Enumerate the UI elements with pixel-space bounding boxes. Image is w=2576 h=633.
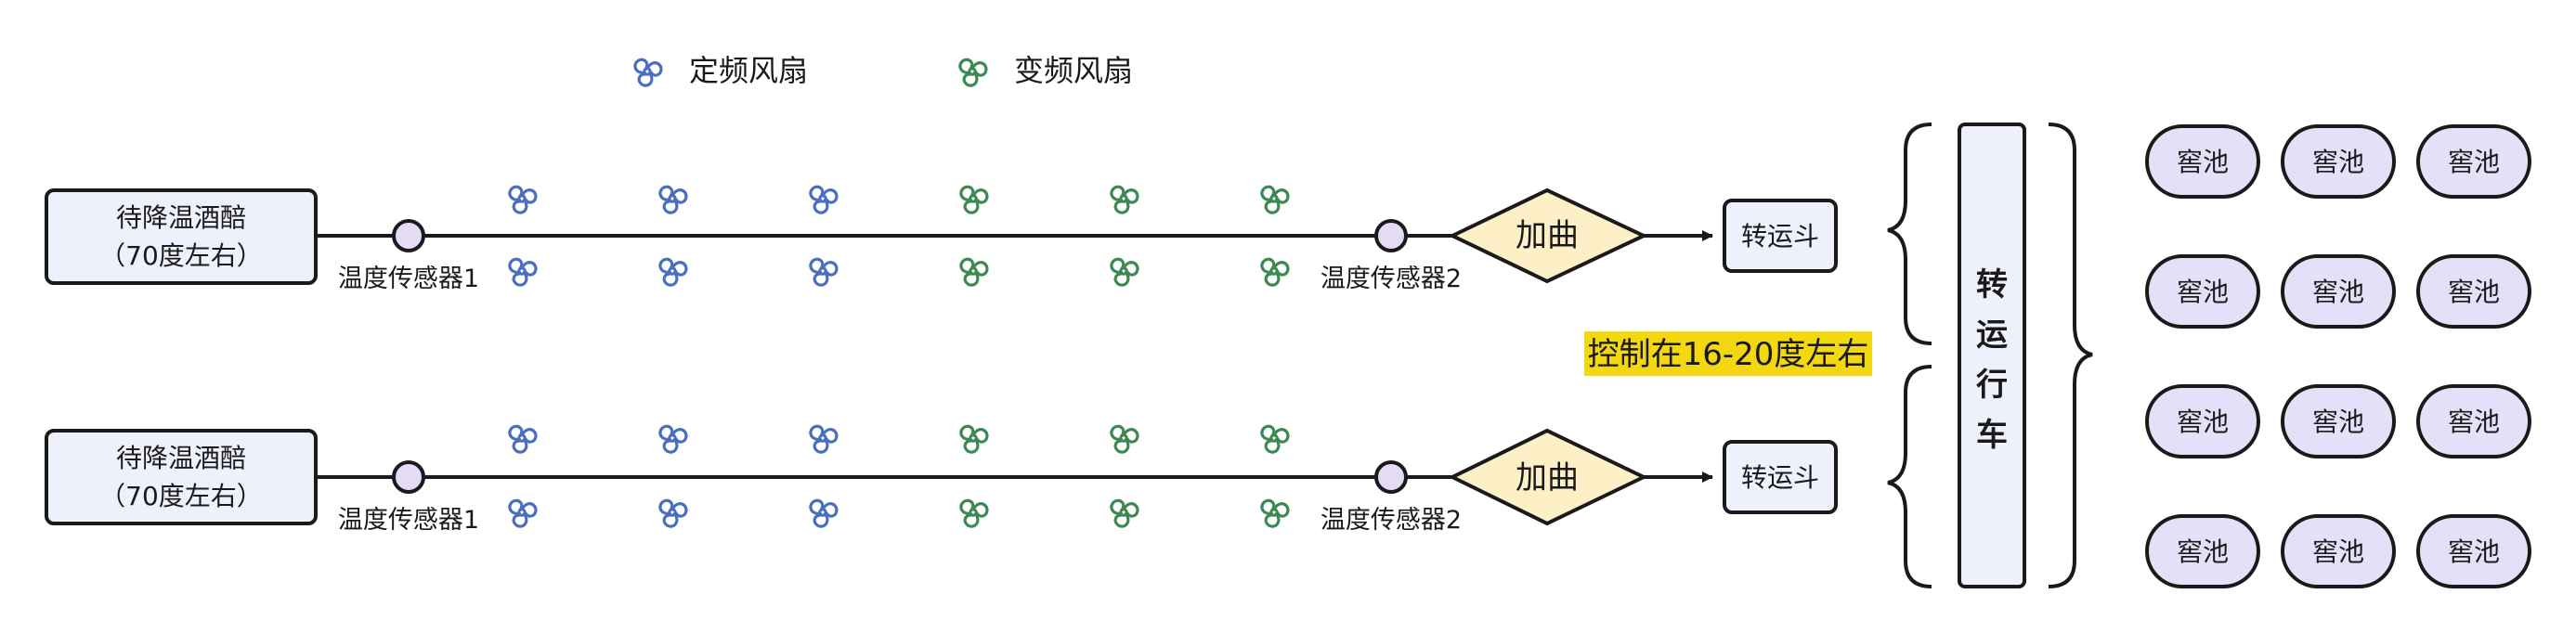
mixer-label-2: 加曲 [1516,459,1579,497]
sensor-1-line-1 [392,219,425,252]
cellar-pit [2416,514,2531,588]
sensor-2-label-line-2: 温度传感器2 [1321,506,1462,535]
cellar-pit [2145,514,2260,588]
fixed-fan-icon [505,183,538,217]
cellar-pit [2416,384,2531,459]
sensor-2-line-2 [1374,460,1408,494]
fixed-fan-icon [806,255,839,290]
transfer-crane-box [1958,123,2026,588]
variable-fan-icon [1107,422,1139,457]
cellar-label: 窖池 [2448,536,2500,567]
sensor-2-label-line-1: 温度传感器2 [1321,265,1462,293]
right-brace [2048,123,2093,588]
cellar-pit [2416,254,2531,329]
cellar-pit [2281,254,2396,329]
cellar-label: 窖池 [2448,277,2500,307]
fixed-fan-icon [656,255,688,290]
cellar-pit [2145,254,2260,329]
mixer-diamond-2 [1448,428,1648,526]
fixed-fan-icon [806,497,839,531]
fixed-fan-legend-icon [631,56,663,90]
crane-char-3: 行 [1976,367,2008,404]
fixed-fan-icon [656,183,688,217]
fixed-fan-icon [656,497,688,531]
cellar-pit [2416,124,2531,199]
crane-char-2: 运 [1976,316,2008,354]
variable-fan-icon [1107,255,1139,290]
cellar-label: 窖池 [2177,277,2229,307]
fixed-fan-legend-label: 定频风扇 [689,53,808,88]
source-label-1b: （70度左右） [99,240,263,271]
variable-fan-icon [956,497,989,531]
cellar-label: 窖池 [2448,407,2500,437]
variable-fan-legend-icon [956,56,988,90]
cellar-label: 窖池 [2312,147,2364,177]
fixed-fan-icon [505,422,538,457]
variable-fan-icon [956,255,989,290]
mixer-label-1: 加曲 [1516,217,1579,254]
hopper-label-2: 转运斗 [1741,462,1819,493]
cellar-pit [2145,384,2260,459]
mixer-diamond-1 [1448,187,1648,284]
sensor-1-line-2 [392,460,425,494]
cellar-label: 窖池 [2177,147,2229,177]
cellar-label: 窖池 [2177,536,2229,567]
cellar-label: 窖池 [2177,407,2229,437]
variable-fan-legend-label: 变频风扇 [1014,53,1133,88]
cellar-pit [2281,384,2396,459]
sensor-2-line-1 [1374,219,1408,252]
source-label-2a: 待降温酒醅 [116,443,246,473]
cellar-label: 窖池 [2312,536,2364,567]
variable-fan-icon [956,183,989,217]
control-note: 控制在16-20度左右 [1588,336,1869,373]
process-line-2: 待降温酒醅 （70度左右） 温度传感器1 温度传感器2 加曲 转运斗 [45,422,1838,535]
legend: 定频风扇 变频风扇 [631,53,1133,90]
variable-fan-icon [956,422,989,457]
fixed-fan-icon [505,255,538,290]
crane-char-1: 转 [1976,266,2008,304]
cellar-label: 窖池 [2448,147,2500,177]
cellar-label: 窖池 [2312,277,2364,307]
sensor-1-label-line-1: 温度传感器1 [338,265,479,293]
fixed-fan-icon [505,497,538,531]
process-line-1: 待降温酒醅 （70度左右） 温度传感器1 温度传感器2 加曲 转运斗 [45,183,1838,293]
variable-fan-icon [1257,422,1290,457]
control-note-highlight [1584,331,1872,376]
source-label-2b: （70度左右） [99,481,263,511]
source-box-2 [45,429,318,525]
cellar-pit [2281,514,2396,588]
left-brace-top [1887,123,1932,345]
crane-char-4: 车 [1976,417,2008,454]
source-box-1 [45,188,318,285]
cellar-pit [2145,124,2260,199]
cellar-grid: 窖池窖池窖池窖池窖池窖池窖池窖池窖池窖池窖池窖池 [2145,124,2531,588]
variable-fan-icon [1257,255,1290,290]
hopper-label-1: 转运斗 [1741,221,1819,252]
sensor-1-label-line-2: 温度传感器1 [338,506,479,535]
cellar-pit [2281,124,2396,199]
left-brace-bottom [1887,365,1932,588]
hopper-box-2 [1723,440,1838,514]
source-label-1a: 待降温酒醅 [116,202,246,233]
variable-fan-icon [1257,497,1290,531]
cellar-label: 窖池 [2312,407,2364,437]
variable-fan-icon [1107,497,1139,531]
variable-fan-icon [1257,183,1290,217]
variable-fan-icon [1107,183,1139,217]
fixed-fan-icon [656,422,688,457]
fixed-fan-icon [806,183,839,217]
fixed-fan-icon [806,422,839,457]
hopper-box-1 [1723,199,1838,273]
